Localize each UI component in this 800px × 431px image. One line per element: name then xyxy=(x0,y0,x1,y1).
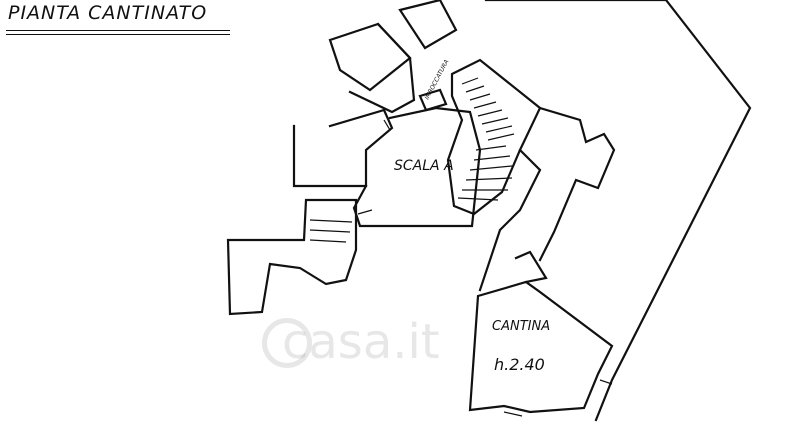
arrow-marker xyxy=(418,88,448,112)
cantina-room-walls xyxy=(468,280,614,414)
watermark-text: casa.it xyxy=(282,314,440,370)
title-underline xyxy=(6,30,230,31)
height-label: h.2.40 xyxy=(494,355,545,374)
stair-treads-upper xyxy=(461,77,515,141)
cantina-entry xyxy=(514,250,548,284)
stair-enclosure xyxy=(446,58,542,216)
door-marker-scala xyxy=(357,119,391,215)
stair-treads-lower xyxy=(457,145,513,201)
outer-boundary-wall xyxy=(484,0,752,422)
upper-left-block xyxy=(328,22,412,92)
cantina-diagonal-wall xyxy=(525,281,613,347)
upper-wall-left xyxy=(348,22,416,114)
left-lower-wing xyxy=(226,198,358,316)
corridor-inner-wall xyxy=(478,148,542,292)
cantina-label: CANTINA xyxy=(492,319,550,334)
title-underline-secondary xyxy=(6,34,230,35)
corridor-walls xyxy=(538,106,616,262)
page-title: PIANTA CANTINATO xyxy=(8,2,208,24)
left-stair-treads xyxy=(309,219,353,243)
scala-label: SCALA A xyxy=(394,158,454,174)
upper-center-block xyxy=(398,0,458,50)
left-wall-segment xyxy=(292,108,394,188)
watermark-house-icon xyxy=(262,318,312,368)
imboccatura-label: IMBOCCATURA xyxy=(424,59,451,101)
door-marker-cantina xyxy=(503,379,613,417)
